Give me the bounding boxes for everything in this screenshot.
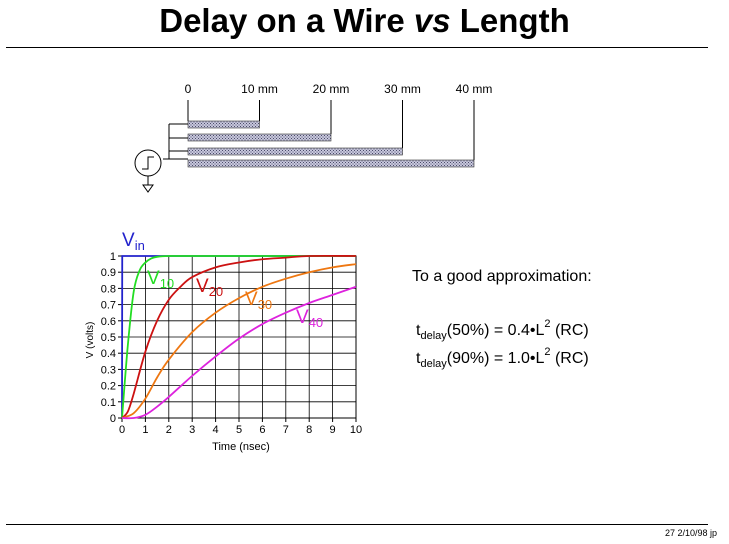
x-tick-label: 0	[119, 424, 125, 436]
title-post: Length	[450, 2, 570, 39]
approximation-heading: To a good approximation:	[412, 268, 592, 285]
series-line-20	[121, 254, 357, 419]
series-line-30	[121, 263, 357, 419]
x-tick-label: 8	[306, 424, 312, 436]
series-line-10	[121, 255, 356, 419]
x-tick-label: 1	[142, 424, 148, 436]
equation-50: tdelay(50%) = 0.4•L2 (RC)	[416, 318, 589, 342]
title-divider	[6, 47, 708, 48]
y-tick-label: 0.4	[101, 348, 116, 360]
title-vs: vs	[413, 2, 451, 39]
footer-text: 27 2/10/98 jp	[664, 528, 717, 538]
wire-length-label: 0	[185, 82, 192, 96]
x-tick-label: 2	[166, 424, 172, 436]
series-label-in: Vin	[122, 230, 145, 253]
x-tick-label: 4	[213, 424, 219, 436]
y-axis-label: V (volts)	[85, 322, 96, 359]
footer-divider	[6, 524, 708, 525]
slide-title: Delay on a Wire vs Length	[0, 2, 729, 40]
x-tick-label: 10	[350, 424, 362, 436]
x-axis-label: Time (nsec)	[212, 441, 270, 453]
y-tick-label: 0.6	[101, 316, 116, 328]
series-line-40	[121, 285, 357, 420]
y-tick-label: 0.8	[101, 283, 116, 295]
ground-icon	[142, 184, 154, 193]
wire-length-label: 10 mm	[241, 82, 278, 96]
x-tick-label: 5	[236, 424, 242, 436]
y-tick-label: 0.5	[101, 332, 116, 344]
y-tick-label: 0.1	[101, 397, 116, 409]
y-tick-label: 0.3	[101, 364, 116, 376]
y-tick-label: 0.9	[101, 267, 116, 279]
wire-length-label: 40 mm	[456, 82, 493, 96]
equation-90: tdelay(90%) = 1.0•L2 (RC)	[416, 346, 589, 370]
y-tick-label: 0.2	[101, 381, 116, 393]
step-symbol-icon	[142, 156, 154, 170]
y-tick-label: 0.7	[101, 300, 116, 312]
y-tick-label: 1	[110, 251, 116, 263]
wire-length-label: 30 mm	[384, 82, 421, 96]
wire-bar	[187, 159, 475, 168]
x-tick-label: 9	[330, 424, 336, 436]
y-tick-label: 0	[110, 413, 116, 425]
x-tick-label: 3	[189, 424, 195, 436]
x-tick-label: 7	[283, 424, 289, 436]
title-pre: Delay on a Wire	[159, 2, 414, 39]
x-tick-label: 6	[259, 424, 265, 436]
wire-length-label: 20 mm	[313, 82, 350, 96]
